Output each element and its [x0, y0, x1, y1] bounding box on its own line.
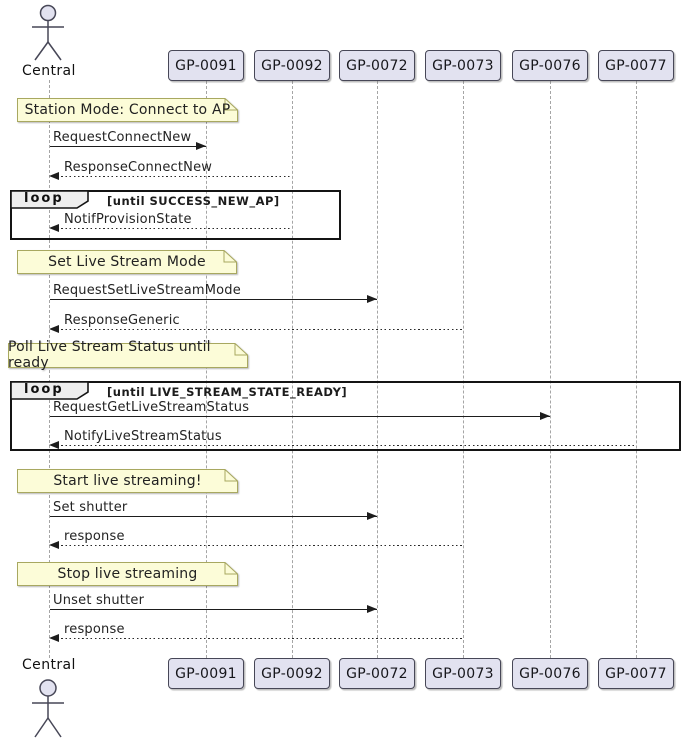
arrowhead-right-icon [367, 605, 377, 613]
participant-label: GP-0092 [261, 57, 323, 74]
lifeline-gp-0092 [291, 81, 293, 658]
participant-label: GP-0073 [432, 665, 494, 682]
loop-condition: [until SUCCESS_NEW_AP] [107, 194, 280, 208]
arrowhead-left-icon [49, 634, 59, 642]
note-text: Station Mode: Connect to AP [24, 101, 231, 118]
participant-label: GP-0092 [261, 665, 323, 682]
loop-operator-label: loop [24, 191, 64, 206]
lifeline-gp-0076 [549, 81, 551, 658]
message-label: RequestSetLiveStreamMode [53, 283, 241, 298]
participant-gp-0092-bottom: GP-0092 [254, 658, 330, 689]
message-label: NotifProvisionState [64, 212, 192, 227]
loop-operator-label: loop [24, 382, 64, 397]
message-line [57, 228, 292, 230]
message-line [50, 146, 206, 147]
participant-gp-0092-top: GP-0092 [254, 50, 330, 81]
loop-pentagon-icon [10, 190, 89, 209]
participant-gp-0072-bottom: GP-0072 [339, 658, 415, 689]
note-shape [17, 469, 238, 493]
note-text: Start live streaming! [53, 472, 202, 489]
participant-gp-0076-top: GP-0076 [512, 50, 588, 81]
participant-gp-0091-top: GP-0091 [168, 50, 244, 81]
note-shape [8, 343, 248, 368]
participant-label: GP-0072 [346, 665, 408, 682]
participant-label: GP-0077 [605, 665, 667, 682]
message-label: NotifyLiveStreamStatus [64, 429, 222, 444]
note-stop-live-streaming: Stop live streaming [17, 562, 238, 586]
message-line [50, 299, 377, 300]
participant-label: GP-0072 [346, 57, 408, 74]
actor-figure-top [29, 4, 67, 62]
loop-operator-tab: loop [10, 381, 90, 400]
note-text: Stop live streaming [57, 565, 198, 582]
message-line [57, 545, 463, 547]
message-line [50, 609, 377, 610]
lifeline-gp-0073 [462, 81, 464, 658]
arrowhead-right-icon [367, 512, 377, 520]
participant-gp-0072-top: GP-0072 [339, 50, 415, 81]
note-start-live-streaming: Start live streaming! [17, 469, 238, 493]
message-label: RequestGetLiveStreamStatus [53, 400, 250, 415]
message-line [57, 445, 636, 447]
message-label: RequestConnectNew [53, 130, 192, 145]
participant-label: GP-0076 [519, 665, 581, 682]
lifeline-gp-0077 [635, 81, 637, 658]
loop-frame-live-stream-status: loop [until LIVE_STREAM_STATE_READY] [10, 381, 681, 451]
lifeline-gp-0091 [205, 81, 207, 658]
participant-gp-0073-top: GP-0073 [425, 50, 501, 81]
arrowhead-left-icon [49, 325, 59, 333]
stick-figure-icon [32, 4, 64, 61]
message-label: ResponseConnectNew [64, 160, 213, 175]
message-line [57, 638, 463, 640]
note-text: Set Live Stream Mode [48, 253, 206, 270]
participant-label: GP-0091 [175, 57, 237, 74]
actor-label-top: Central [22, 63, 76, 79]
loop-operator-tab: loop [10, 190, 90, 209]
participant-gp-0073-bottom: GP-0073 [425, 658, 501, 689]
arrowhead-left-icon [49, 541, 59, 549]
note-set-live-stream-mode: Set Live Stream Mode [17, 250, 237, 274]
arrowhead-right-icon [367, 295, 377, 303]
note-shape [17, 562, 238, 586]
lifeline-gp-0072 [376, 81, 378, 658]
message-label: Unset shutter [53, 593, 145, 608]
actor-label-bottom: Central [22, 657, 76, 673]
message-line [50, 516, 377, 517]
note-shape [17, 250, 237, 274]
arrowhead-left-icon [49, 224, 59, 232]
participant-gp-0076-bottom: GP-0076 [512, 658, 588, 689]
actor-figure-bottom [29, 674, 67, 740]
note-text: Poll Live Stream Status until ready [8, 339, 211, 371]
note-poll-live-stream-status: Poll Live Stream Status until ready [8, 339, 248, 371]
message-line [57, 329, 463, 331]
arrowhead-right-icon [196, 142, 206, 150]
participant-label: GP-0076 [519, 57, 581, 74]
arrowhead-left-icon [49, 441, 59, 449]
note-shape [17, 98, 238, 122]
message-line [57, 176, 292, 178]
message-line [50, 416, 550, 417]
loop-pentagon-icon [10, 381, 89, 400]
message-label: response [64, 529, 125, 544]
participant-gp-0077-top: GP-0077 [598, 50, 674, 81]
note-station-mode: Station Mode: Connect to AP [17, 98, 238, 122]
lifeline-central [48, 80, 50, 658]
stick-figure-icon [32, 679, 64, 738]
arrowhead-left-icon [49, 172, 59, 180]
participant-gp-0077-bottom: GP-0077 [598, 658, 674, 689]
message-label: ResponseGeneric [64, 313, 180, 328]
loop-frame-provision: loop [until SUCCESS_NEW_AP] [10, 190, 341, 240]
participant-gp-0091-bottom: GP-0091 [168, 658, 244, 689]
message-label: response [64, 622, 125, 637]
participant-label: GP-0077 [605, 57, 667, 74]
message-label: Set shutter [53, 500, 128, 515]
arrowhead-right-icon [540, 412, 550, 420]
participant-label: GP-0091 [175, 665, 237, 682]
participant-label: GP-0073 [432, 57, 494, 74]
loop-condition: [until LIVE_STREAM_STATE_READY] [107, 385, 348, 399]
